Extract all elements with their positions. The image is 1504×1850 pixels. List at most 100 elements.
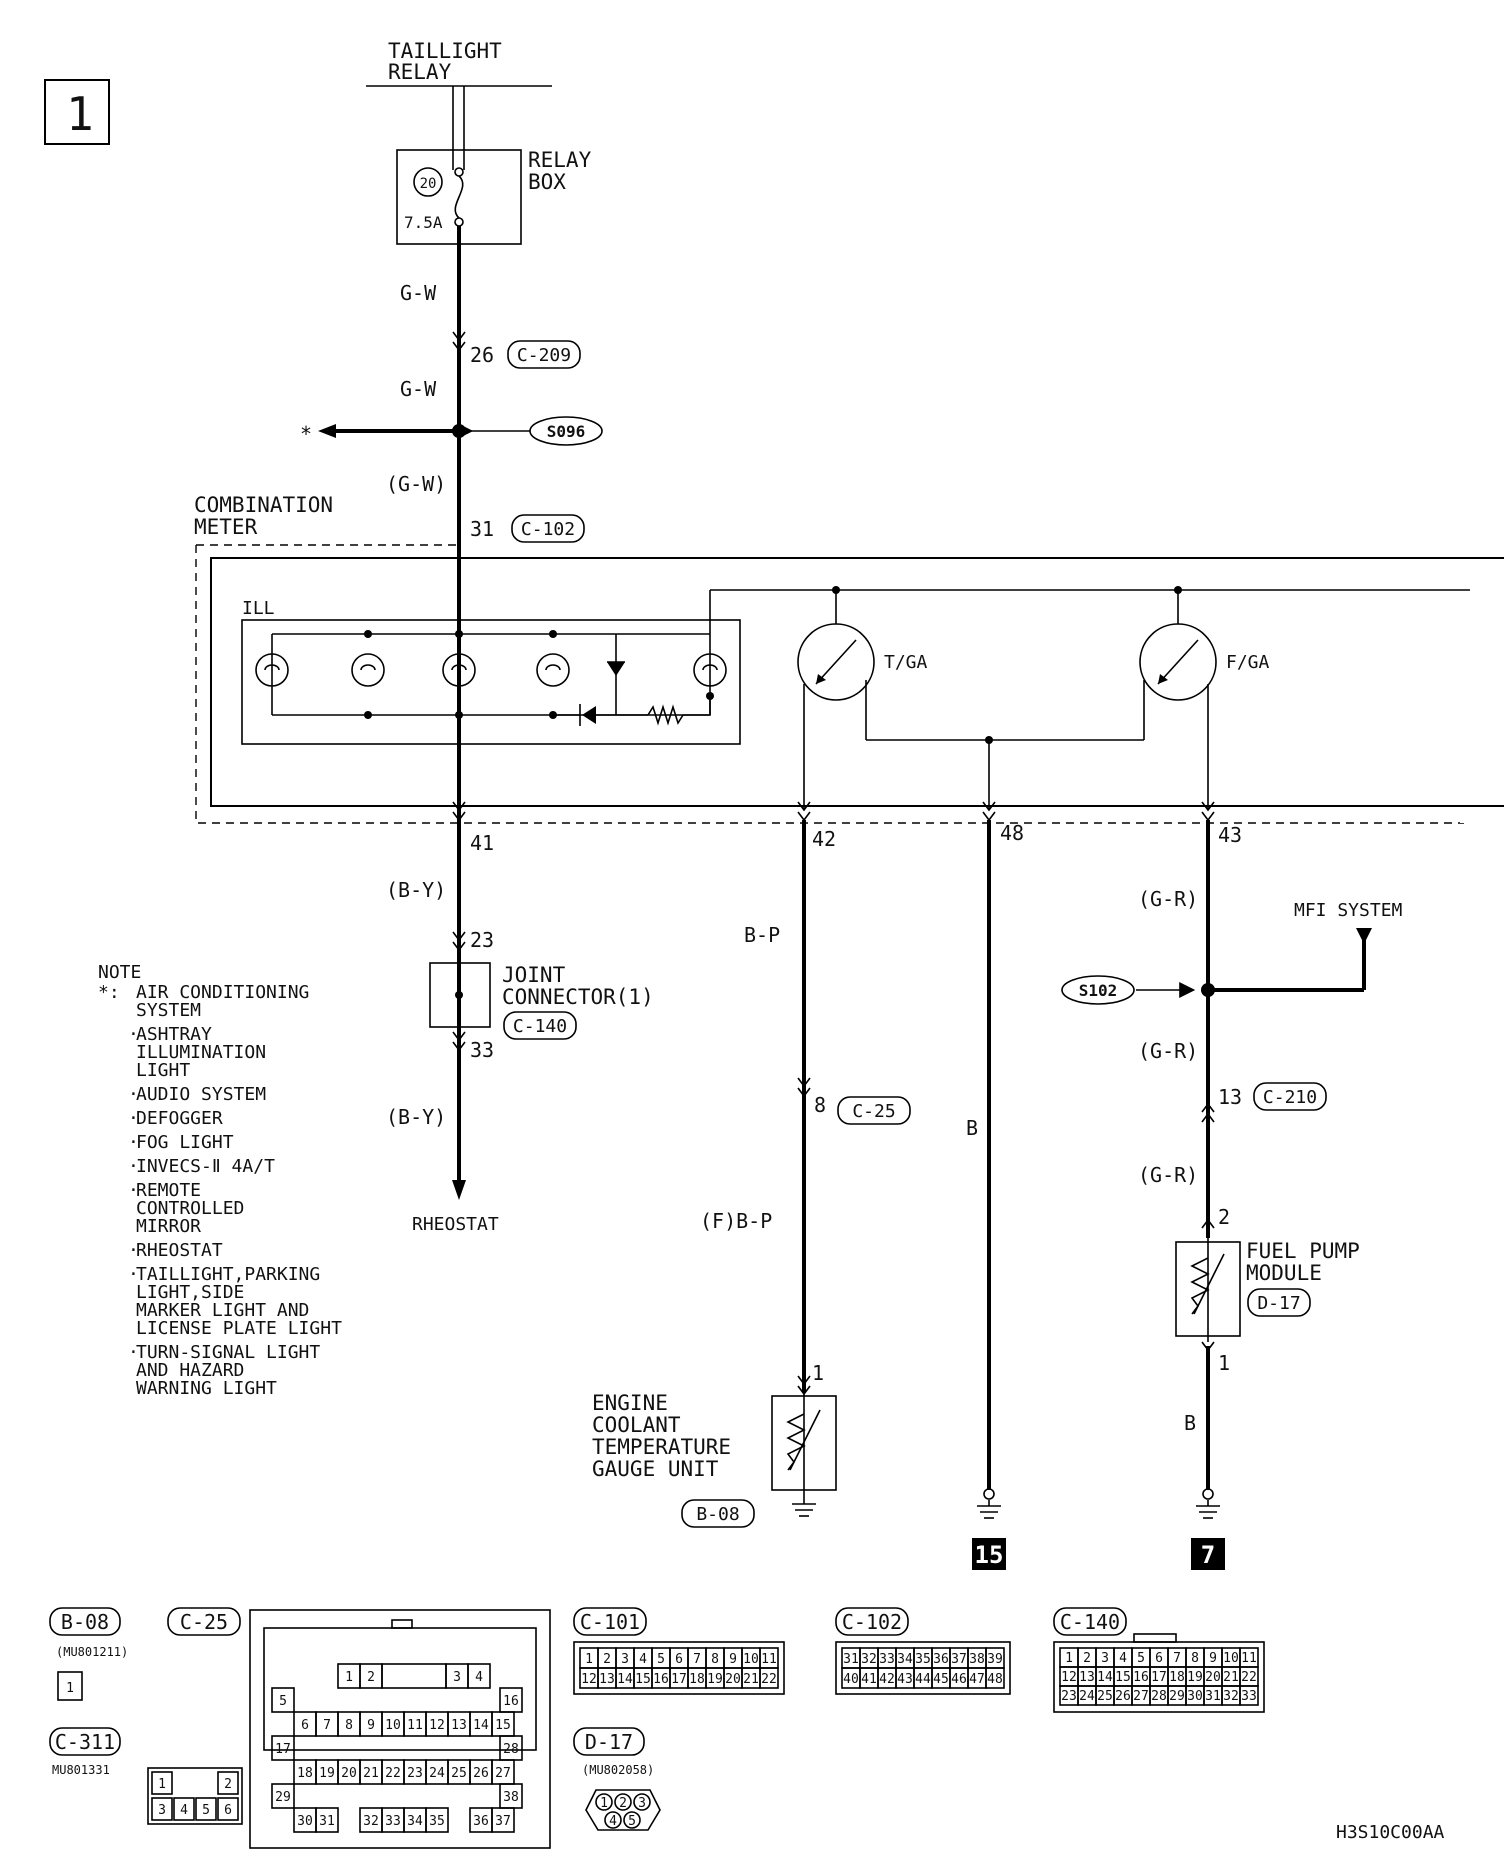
c140-pin: 1 [1065, 1651, 1073, 1666]
c25-pin: 8 [345, 1718, 353, 1733]
connector-d17: D-17 [1257, 1293, 1300, 1314]
d17-pin: 1 [600, 1796, 608, 1811]
note-bullet: · [128, 1108, 139, 1129]
wire-label-b2: B [1184, 1411, 1196, 1435]
c102-pin: 42 [879, 1672, 895, 1687]
c102-pin: 46 [951, 1672, 967, 1687]
terminal-2: 2 [1218, 1205, 1230, 1229]
ground-7-label: 7 [1201, 1541, 1215, 1569]
joint-label-1: JOINT [502, 963, 566, 987]
fuel-pump-module: FUEL PUMP MODULE D-17 [1175, 1236, 1360, 1342]
c25-pin: 12 [429, 1718, 445, 1733]
left-arrow-icon [318, 424, 336, 438]
c101-pin: 6 [675, 1652, 683, 1667]
c25-cell [271, 1687, 295, 1713]
c25-cell [315, 1807, 339, 1833]
c25-cell [271, 1735, 295, 1761]
c140-pin: 26 [1115, 1689, 1131, 1704]
fga-label: F/GA [1226, 652, 1270, 673]
note-item-line: AND HAZARD [136, 1360, 244, 1381]
c311-title: C-311 [55, 1730, 115, 1754]
c140-title: C-140 [1060, 1610, 1120, 1634]
c102-cell [985, 1667, 1005, 1689]
c140-pin: 6 [1155, 1651, 1163, 1666]
terminal-1a: 1 [812, 1361, 824, 1385]
c25-pin: 9 [367, 1718, 375, 1733]
star-marker: * [300, 422, 312, 446]
connector-view-b08: B-08 (MU801211) 1 [49, 1607, 128, 1701]
c140-pin: 25 [1097, 1689, 1113, 1704]
terminal-31: 31 [470, 517, 494, 541]
connector-c25: C-25 [852, 1101, 895, 1122]
page-number-box: 1 [44, 79, 110, 145]
connector-b08: B-08 [696, 1504, 739, 1525]
c101-pin: 7 [693, 1652, 701, 1667]
c140-pin: 15 [1115, 1670, 1131, 1685]
mfi-label: MFI SYSTEM [1294, 900, 1403, 921]
c101-pin: 10 [743, 1652, 759, 1667]
c102-pin: 48 [987, 1672, 1003, 1687]
wire-label-gr1: (G-R) [1138, 887, 1198, 911]
wire-label-by1: (B-Y) [386, 878, 446, 902]
c101-pin: 21 [743, 1672, 759, 1687]
c25-pin: 35 [429, 1814, 445, 1829]
note-item-line: REMOTE [136, 1180, 201, 1201]
c102-pin: 37 [951, 1652, 967, 1667]
terminal-42: 42 [812, 827, 836, 851]
connector-c102-top: C-102 [521, 519, 575, 540]
splice-s102: S102 [1079, 981, 1118, 1000]
c311-pin: 4 [180, 1803, 188, 1818]
note-item-line: ILLUMINATION [136, 1042, 266, 1063]
c101-pin: 16 [653, 1672, 669, 1687]
note-bullet: · [128, 1156, 139, 1177]
c102-pin: 33 [879, 1652, 895, 1667]
c102-pin: 31 [843, 1652, 859, 1667]
note-bullet: · [128, 1264, 139, 1285]
c311-pin: 1 [158, 1777, 166, 1792]
splice-dot-s102 [1201, 983, 1215, 997]
note-block: NOTE *: AIR CONDITIONINGSYSTEM·ASHTRAYIL… [98, 962, 342, 1399]
rheostat-label: RHEOSTAT [412, 1214, 499, 1235]
c25-pin: 5 [279, 1694, 287, 1709]
c140-pin: 10 [1223, 1651, 1239, 1666]
note-item-line: MIRROR [136, 1216, 201, 1237]
wire-label-gw2: G-W [400, 377, 437, 401]
illumination-block: ILL [241, 589, 1470, 745]
c101-pin: 14 [617, 1672, 633, 1687]
c140-pin: 4 [1119, 1651, 1127, 1666]
c101-pin: 17 [671, 1672, 687, 1687]
note-star: *: [98, 982, 120, 1003]
wire-label-by2: (B-Y) [386, 1105, 446, 1129]
c140-pin: 28 [1151, 1689, 1167, 1704]
c25-pin: 14 [473, 1718, 489, 1733]
note-items: AIR CONDITIONINGSYSTEM·ASHTRAYILLUMINATI… [128, 982, 342, 1399]
fuse-icon [454, 175, 464, 219]
relay-box-label-1: RELAY [528, 148, 592, 172]
c25-pin: 38 [503, 1790, 519, 1805]
ground-icon-15 [977, 1500, 1001, 1519]
c311-part: MU801331 [52, 1763, 110, 1777]
wire-label-b1: B [966, 1116, 978, 1140]
lamp-icons [255, 653, 727, 687]
c101-pin: 8 [711, 1652, 719, 1667]
c102-pin: 41 [861, 1672, 877, 1687]
c102-pin: 44 [915, 1672, 931, 1687]
c25-pin: 4 [475, 1670, 483, 1685]
c25-pin: 22 [385, 1766, 401, 1781]
c102-pin: 47 [969, 1672, 985, 1687]
terminal-26: 26 [470, 343, 494, 367]
d17-title: D-17 [585, 1730, 633, 1754]
c140-pin: 2 [1083, 1651, 1091, 1666]
resistor-icon [647, 696, 711, 726]
c25-pin: 13 [451, 1718, 467, 1733]
diode-icons [553, 634, 648, 726]
c140-pin: 24 [1079, 1689, 1095, 1704]
diagram-code: H3S10C00AA [1336, 1822, 1445, 1843]
meter-title-2: METER [194, 515, 258, 539]
c25-cell [467, 1663, 491, 1689]
c25-pin: 11 [407, 1718, 423, 1733]
coolant-label-4: GAUGE UNIT [592, 1457, 719, 1481]
